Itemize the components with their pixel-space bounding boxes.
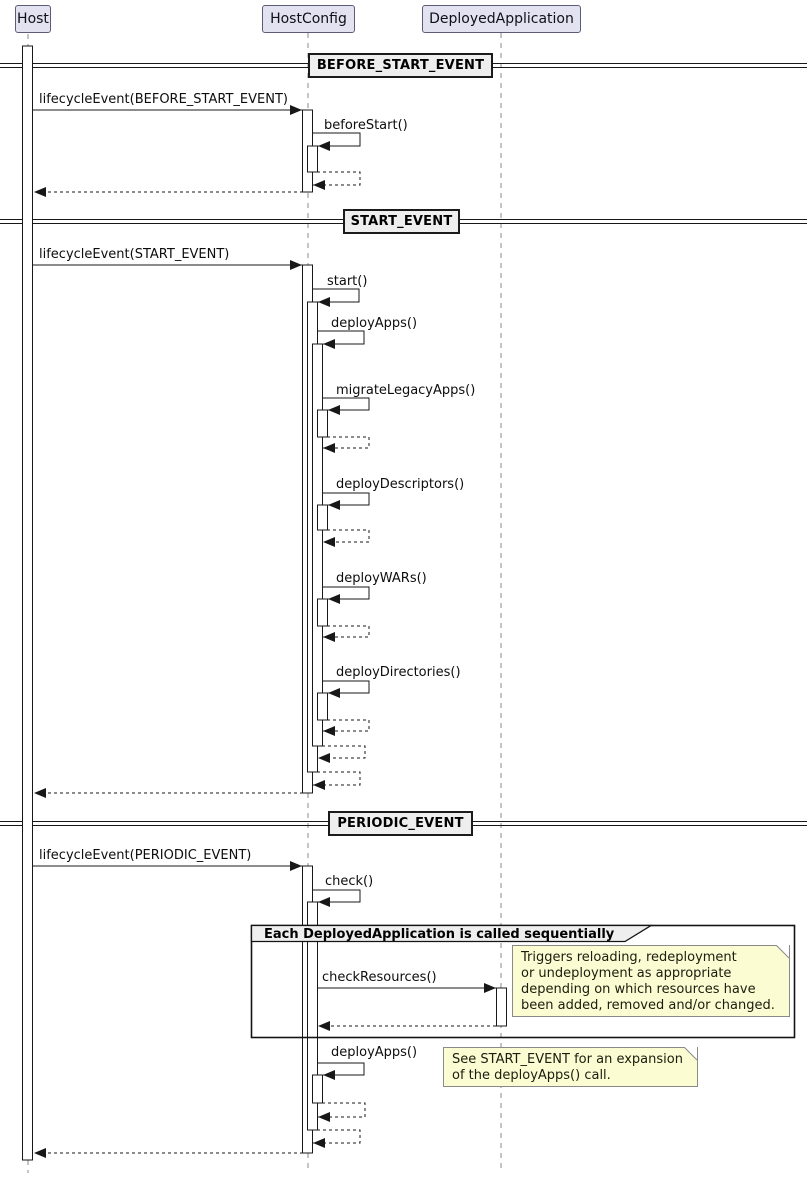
- label-lifecycle-before-start: lifecycleEvent(BEFORE_START_EVENT): [39, 92, 288, 107]
- label-deploydirectories: deployDirectories(): [336, 665, 461, 680]
- note-line: of the deployApps() call.: [452, 1068, 611, 1083]
- note-line: depending on which resources have: [521, 982, 756, 997]
- activation-hostconfig-beforestart: [307, 145, 318, 173]
- return-deploydescriptors: [323, 529, 370, 547]
- return-deploywars: [323, 625, 370, 642]
- arrow-deployapps-2: [317, 1062, 365, 1080]
- arrow-migratelegacyapps: [322, 397, 370, 415]
- note-line: Triggers reloading, redeployment: [521, 950, 737, 965]
- label-deploywars: deployWARs(): [336, 571, 427, 586]
- return-migratelegacyapps: [323, 436, 370, 453]
- label-deployapps-2: deployApps(): [331, 1045, 418, 1060]
- return-deployapps-2: [318, 1102, 366, 1122]
- activation-deployedapplication-checkresources: [496, 987, 507, 1027]
- note-line: See START_EVENT for an expansion: [452, 1052, 683, 1067]
- activation-hostconfig-deploydescriptors: [317, 504, 328, 531]
- label-check: check(): [325, 874, 374, 889]
- return-deploydirectories: [323, 719, 370, 736]
- activation-hostconfig-deploydirectories: [317, 692, 328, 721]
- return-start: [313, 771, 361, 790]
- label-checkresources: checkResources(): [322, 970, 437, 985]
- label-beforestart: beforeStart(): [324, 118, 408, 133]
- note-deployapps-expansion: See START_EVENT for an expansion of the …: [443, 1047, 698, 1087]
- arrow-deploywars: [322, 586, 370, 604]
- note-fold-icon: [775, 945, 790, 959]
- arrow-check: [312, 889, 361, 907]
- label-lifecycle-start: lifecycleEvent(START_EVENT): [39, 247, 230, 262]
- divider-periodic-event: PERIODIC_EVENT: [328, 811, 473, 836]
- activation-hostconfig-deployapps: [312, 343, 323, 747]
- note-line: or undeployment as appropriate: [521, 966, 732, 981]
- label-deployapps-1: deployApps(): [331, 316, 418, 331]
- label-lifecycle-periodic: lifecycleEvent(PERIODIC_EVENT): [39, 848, 252, 863]
- return-check: [313, 1129, 361, 1148]
- group-title-sequential: Each DeployedApplication is called seque…: [264, 927, 615, 942]
- participant-hostconfig: HostConfig: [262, 5, 355, 33]
- arrow-start: [312, 288, 360, 307]
- divider-before-start-event: BEFORE_START_EVENT: [308, 53, 493, 78]
- arrow-deploydirectories: [322, 680, 370, 698]
- activation-hostconfig-deploywars: [317, 598, 328, 627]
- label-start: start(): [327, 274, 368, 289]
- note-checkresources: Triggers reloading, redeployment or unde…: [512, 945, 790, 1017]
- arrow-deployapps-1: [317, 330, 365, 349]
- label-deploydescriptors: deployDescriptors(): [336, 477, 465, 492]
- arrow-deploydescriptors: [322, 492, 370, 510]
- activation-hostconfig-check: [307, 901, 318, 1131]
- note-fold-icon: [683, 1047, 698, 1061]
- group-box-sequential: [250, 924, 796, 1039]
- divider-start-event: START_EVENT: [343, 209, 460, 234]
- participant-host: Host: [15, 5, 51, 33]
- arrow-beforestart: [312, 132, 361, 151]
- activation-hostconfig-migratelegacyapps: [317, 409, 328, 438]
- participant-deployedapplication: DeployedApplication: [422, 5, 581, 33]
- label-migratelegacyapps: migrateLegacyApps(): [336, 383, 476, 398]
- note-line: been added, removed and/or changed.: [521, 998, 775, 1013]
- return-beforestart: [313, 171, 361, 190]
- activation-hostconfig-deployapps2: [312, 1074, 323, 1104]
- return-deployapps-1: [318, 745, 366, 763]
- activation-host: [22, 45, 33, 1161]
